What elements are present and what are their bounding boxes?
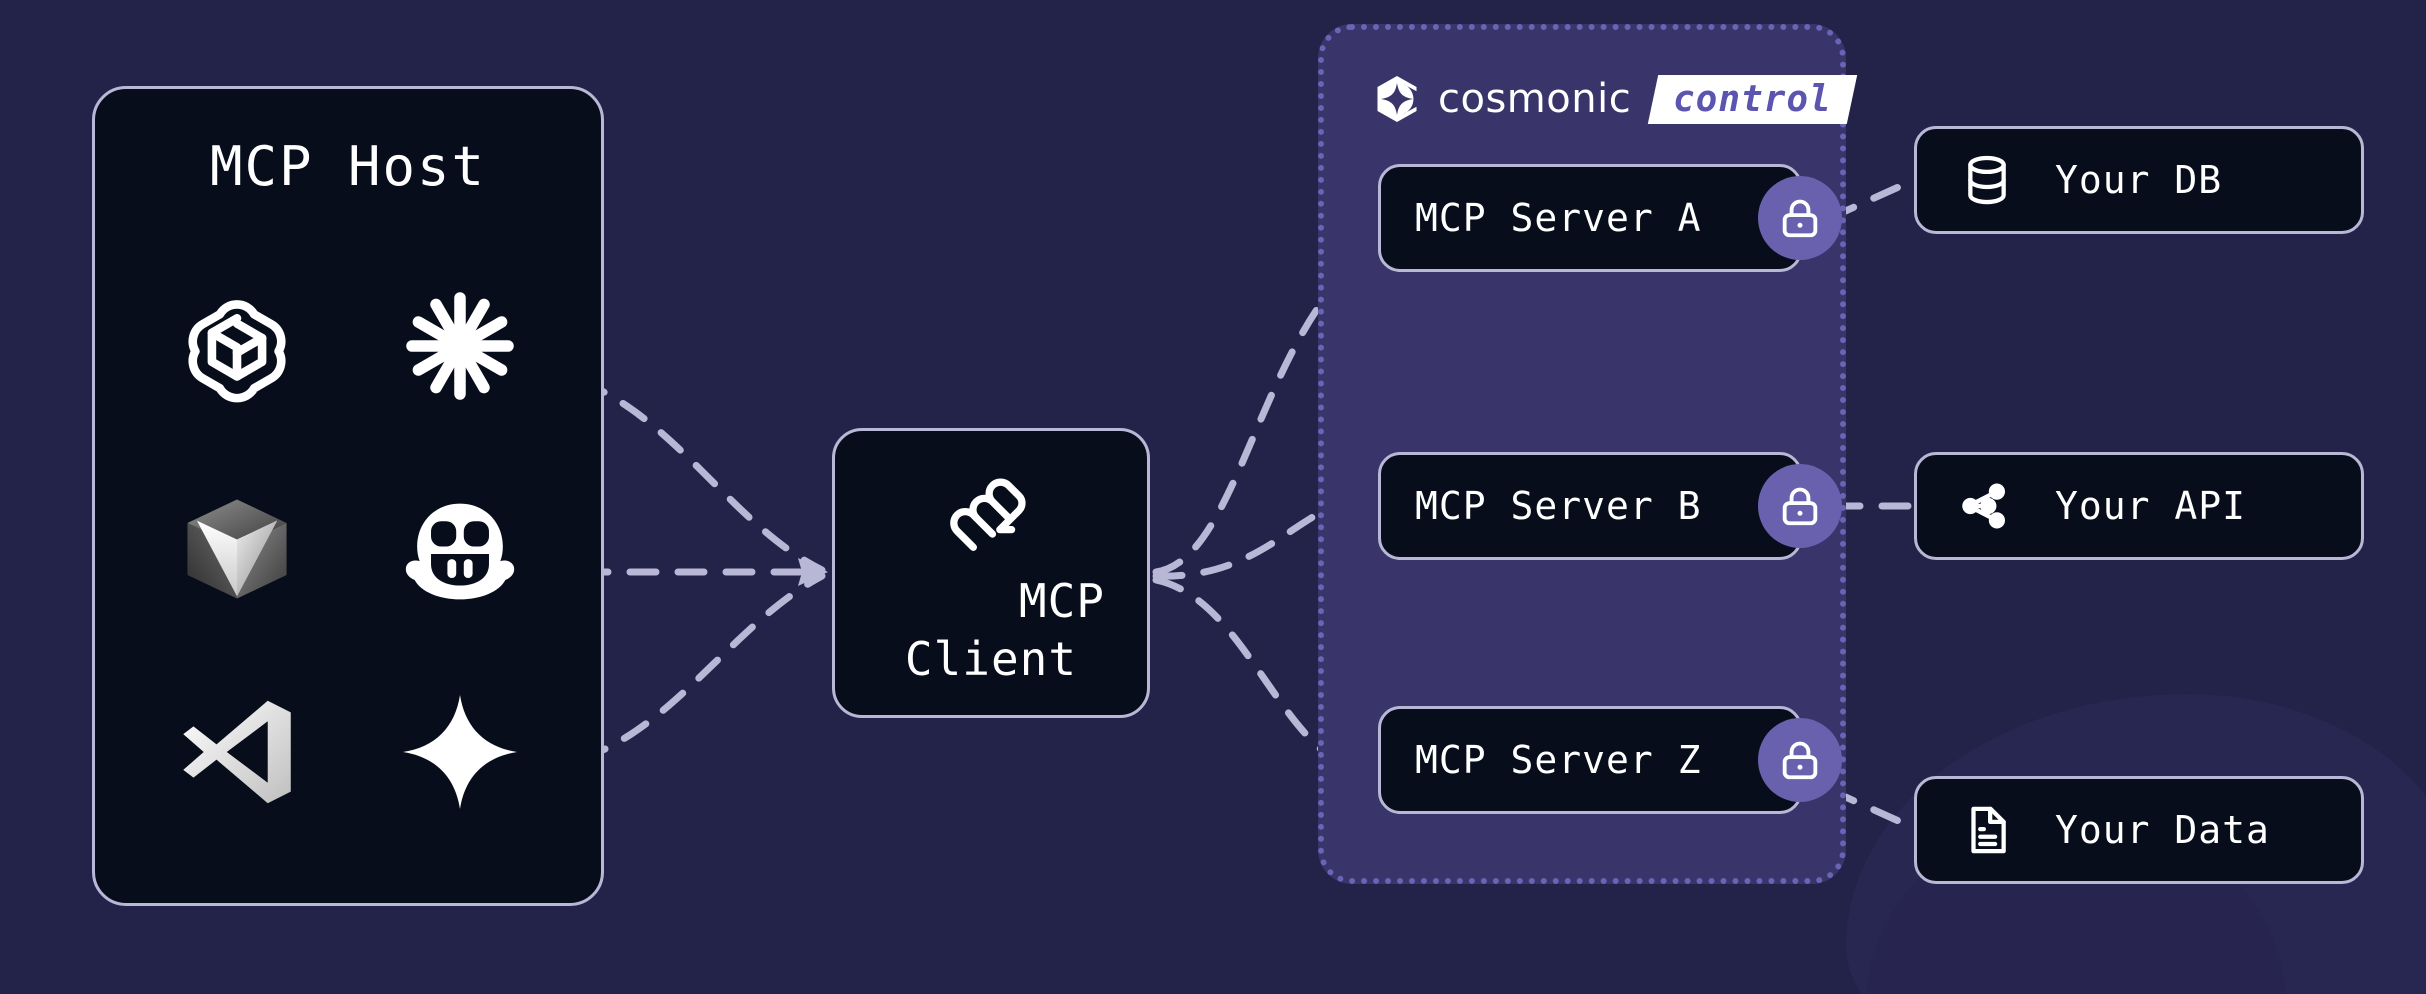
resource-card-db[interactable]: Your DB <box>1914 126 2364 234</box>
claude-icon[interactable] <box>385 271 535 421</box>
resource-card-data[interactable]: Your Data <box>1914 776 2364 884</box>
mcp-server-a-label: MCP Server A <box>1415 196 1702 240</box>
resource-data-label: Your Data <box>2055 808 2270 852</box>
mcp-host-card: MCP Host <box>92 86 604 906</box>
cosmonic-control-logo: cosmonic control <box>1372 74 1858 124</box>
mcp-server-z-label: MCP Server Z <box>1415 738 1702 782</box>
vscode-icon[interactable] <box>162 677 312 827</box>
sparkle-icon[interactable] <box>385 677 535 827</box>
control-badge: control <box>1647 74 1858 124</box>
openai-icon[interactable] <box>162 271 312 421</box>
mcp-server-b-card[interactable]: MCP Server B <box>1378 452 1802 560</box>
database-icon <box>1959 152 2015 208</box>
document-icon <box>1959 802 2015 858</box>
cosmonic-mark-icon <box>1377 76 1418 122</box>
lock-icon-server-z <box>1758 718 1842 802</box>
mcp-client-label-line2: Client <box>904 632 1078 686</box>
mcp-host-title: MCP Host <box>209 135 487 198</box>
resource-api-label: Your API <box>2055 484 2247 528</box>
cosmonic-wordmark: cosmonic <box>1438 76 1632 122</box>
network-nodes-icon <box>1959 478 2015 534</box>
mcp-client-card: MCP Client <box>832 428 1150 718</box>
arrowhead-client-left <box>798 558 828 586</box>
mcp-server-b-label: MCP Server B <box>1415 484 1702 528</box>
mcp-logo-icon <box>939 460 1043 568</box>
host-app-icon-grid <box>95 244 601 863</box>
huggingface-icon[interactable] <box>385 474 535 624</box>
lock-icon-server-a <box>1758 176 1842 260</box>
resource-card-api[interactable]: Your API <box>1914 452 2364 560</box>
mcp-client-label-line1: MCP <box>1018 573 1105 628</box>
windsurf-icon[interactable] <box>162 474 312 624</box>
lock-icon-server-b <box>1758 464 1842 548</box>
mcp-server-z-card[interactable]: MCP Server Z <box>1378 706 1802 814</box>
mcp-server-a-card[interactable]: MCP Server A <box>1378 164 1802 272</box>
resource-db-label: Your DB <box>2055 158 2223 202</box>
